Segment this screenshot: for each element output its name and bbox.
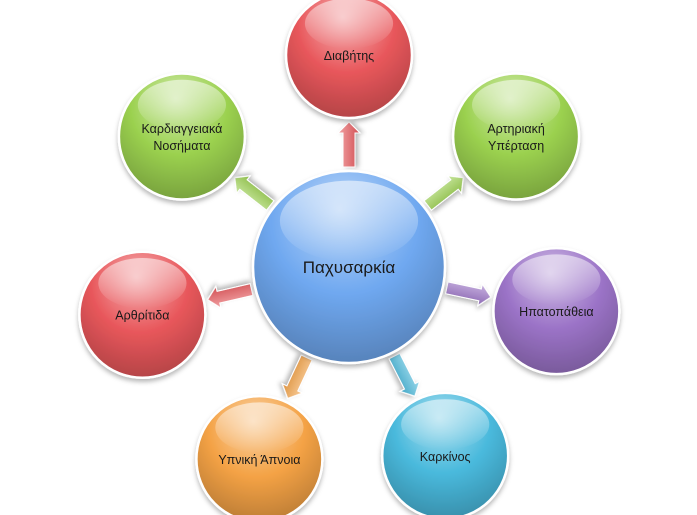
arrow-to-hypertension	[423, 175, 464, 211]
center-node: Παχυσαρκία	[251, 169, 447, 365]
arrow-to-liver-disease	[444, 281, 492, 307]
node-label-sleep-apnea: Υπνική Άπνοια	[218, 453, 300, 467]
node-label-hypertension: Υπέρταση	[488, 139, 544, 153]
center-gloss	[279, 180, 419, 262]
node-label-cancer: Καρκίνος	[420, 450, 471, 464]
node-gloss-cancer	[401, 399, 490, 450]
node-arthritis: Αρθρίτιδα	[78, 250, 207, 379]
arrow-to-cancer	[388, 352, 421, 397]
arrow-to-sleep-apnea	[281, 354, 313, 400]
node-liver-disease: Ηπατοπάθεια	[492, 246, 621, 376]
node-sleep-apnea: Υπνική Άπνοια	[195, 394, 324, 515]
node-gloss-arthritis	[98, 258, 187, 309]
nodes-layer: ΔιαβήτηςΑρτηριακήΥπέρτασηΗπατοπάθειαΚαρκ…	[78, 0, 621, 515]
node-gloss-diabetes	[304, 0, 394, 49]
arrow-to-diabetes	[336, 121, 362, 168]
node-label-cardiovascular: Νοσήματα	[153, 139, 210, 153]
arrow-to-arthritis	[206, 283, 254, 309]
arrow-to-cardiovascular	[234, 175, 275, 211]
node-cancer: Καρκίνος	[380, 391, 510, 515]
arrows-layer	[206, 121, 492, 400]
node-diabetes: Διαβήτης	[284, 0, 414, 120]
center-label: Παχυσαρκία	[303, 258, 396, 277]
node-label-cardiovascular: Καρδιαγγειακά	[141, 122, 222, 136]
center-layer: Παχυσαρκία	[251, 169, 447, 365]
node-label-arthritis: Αρθρίτιδα	[115, 309, 169, 323]
node-label-diabetes: Διαβήτης	[324, 49, 374, 63]
node-gloss-hypertension	[471, 79, 561, 131]
node-gloss-cardiovascular	[137, 79, 226, 131]
node-gloss-liver-disease	[512, 254, 601, 305]
node-gloss-sleep-apnea	[215, 402, 304, 453]
node-label-hypertension: Αρτηριακή	[487, 122, 545, 136]
node-label-liver-disease: Ηπατοπάθεια	[519, 305, 593, 319]
